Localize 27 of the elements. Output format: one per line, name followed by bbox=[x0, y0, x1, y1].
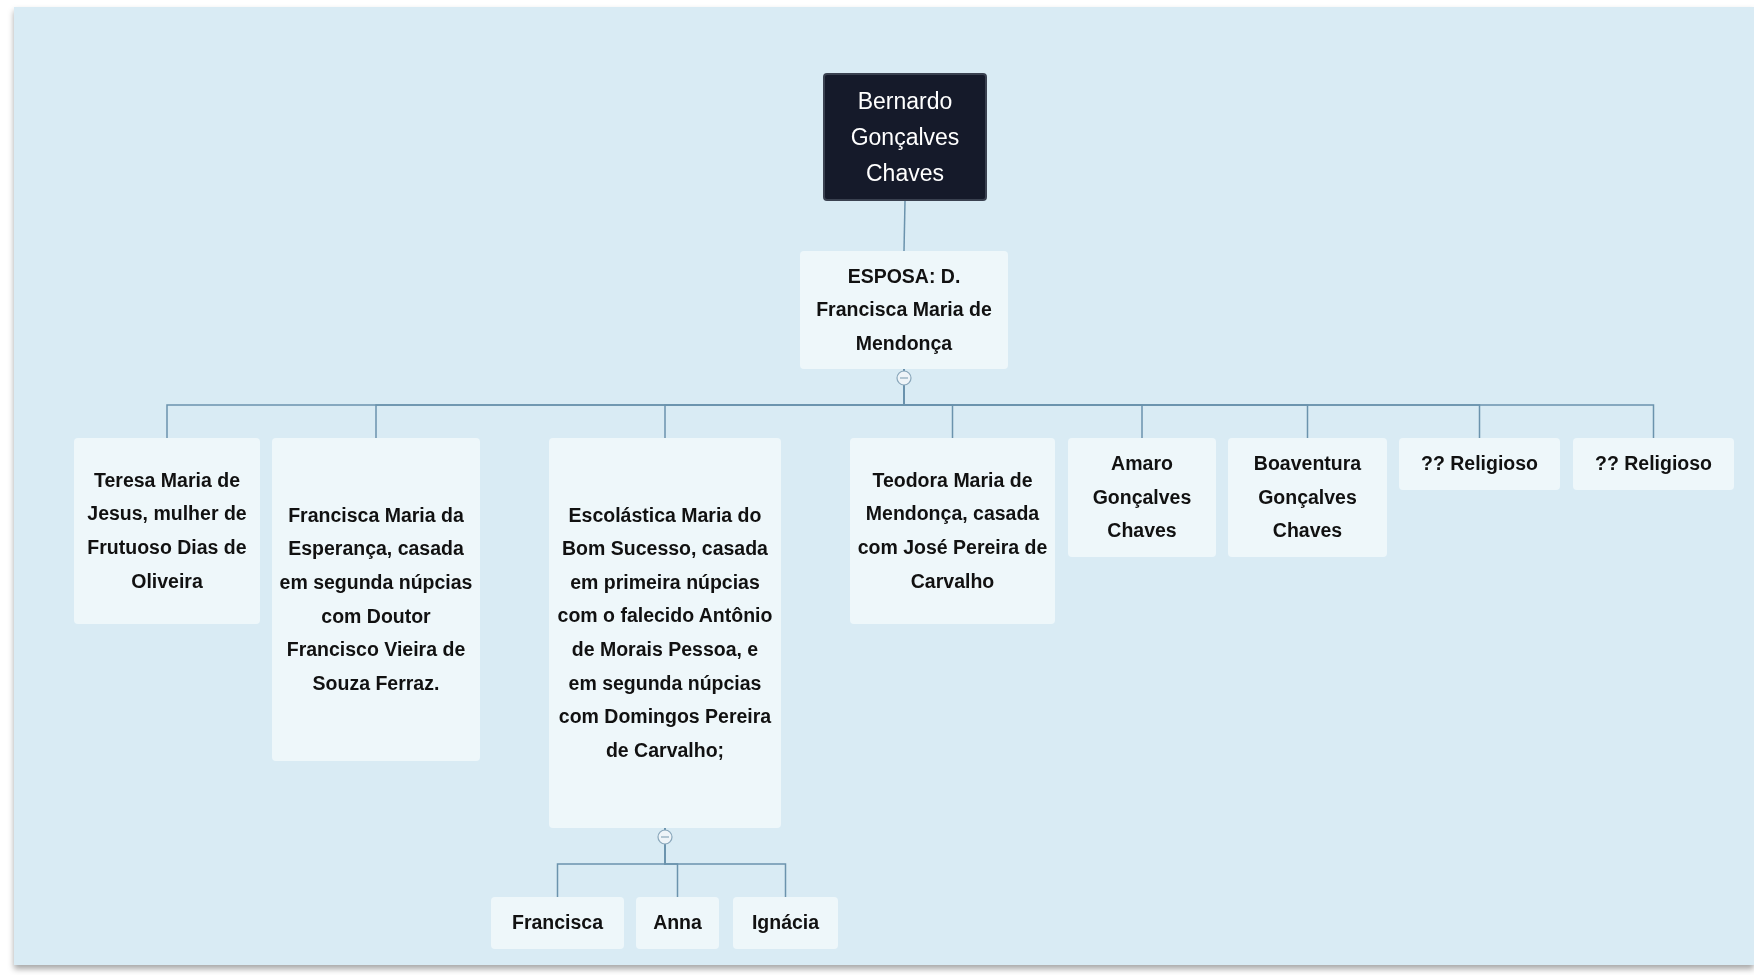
person-box bbox=[1068, 438, 1216, 557]
person-box bbox=[733, 897, 838, 949]
person-name: ESPOSA: D. Francisca Maria de Mendonça bbox=[815, 263, 993, 356]
person-box bbox=[800, 251, 1008, 369]
person-name: Francisca bbox=[511, 910, 604, 936]
person-box bbox=[272, 438, 480, 761]
person-name: Ignácia bbox=[751, 910, 820, 936]
person-name: Boaventura Gonçalves Chaves bbox=[1252, 451, 1363, 544]
person-name: ?? Religioso bbox=[1421, 451, 1538, 477]
person-box bbox=[1228, 438, 1387, 557]
person-name: Teresa Maria de Jesus, mulher de Frutuoso Dias de Oliveira bbox=[86, 467, 248, 594]
person-box bbox=[1399, 438, 1560, 490]
person-box bbox=[636, 897, 719, 949]
person-name: Escolástica Maria do Bom Sucesso, casada em primeira núpcias com o falecido Antônio de Morais Pessoa, e em segunda núpcias com Domingos Pereira de Carvalho; bbox=[556, 502, 774, 763]
root-box bbox=[823, 73, 987, 201]
person-box bbox=[549, 438, 781, 828]
person-name: Teodora Maria de Mendonça, casada com José Pereira de Carvalho bbox=[856, 467, 1049, 594]
person-name: Anna bbox=[653, 910, 702, 936]
person-box bbox=[74, 438, 260, 624]
person-box bbox=[850, 438, 1055, 624]
person-name: Francisca Maria da Esperança, casada em segunda núpcias com Doutor Francisco Vieira de Souza Ferraz. bbox=[278, 502, 474, 696]
person-name: ?? Religioso bbox=[1595, 451, 1712, 477]
person-box bbox=[491, 897, 624, 949]
person-name: Amaro Gonçalves Chaves bbox=[1091, 451, 1193, 544]
person-name: Bernardo Gonçalves Chaves bbox=[849, 87, 961, 188]
person-box bbox=[1573, 438, 1734, 490]
connector-line bbox=[903, 200, 906, 252]
